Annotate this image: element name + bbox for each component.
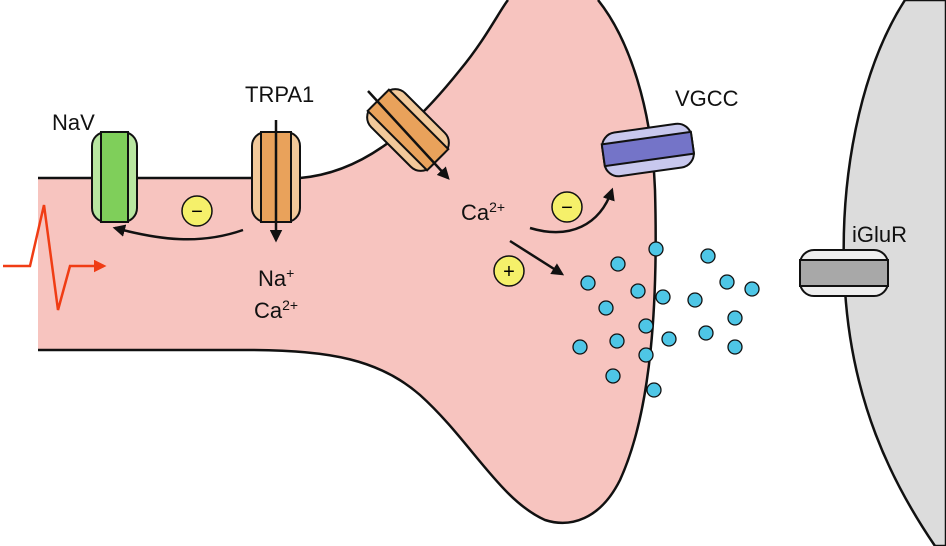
calcium-influx-arrow bbox=[367, 90, 450, 180]
vesicle bbox=[744, 281, 760, 297]
vesicle bbox=[598, 300, 614, 316]
excite-release-arrow bbox=[509, 239, 565, 276]
vesicle bbox=[630, 283, 646, 299]
nav-label: NaV bbox=[52, 110, 95, 135]
vesicle bbox=[609, 333, 625, 349]
action-potential-trace bbox=[3, 204, 107, 311]
vesicle bbox=[605, 368, 621, 384]
vesicle bbox=[580, 275, 596, 291]
inhibit-badge-nav: − bbox=[181, 195, 213, 227]
ion-charge: 2+ bbox=[282, 297, 299, 313]
ion-symbol: Na bbox=[258, 266, 287, 291]
trpa1-label: TRPA1 bbox=[245, 82, 315, 107]
inhibit-badge-vgcc: − bbox=[551, 191, 583, 223]
vesicle bbox=[687, 292, 703, 308]
trpa1-channel-terminal bbox=[366, 88, 450, 172]
vesicle bbox=[655, 289, 671, 305]
glutamate-vesicles bbox=[572, 241, 760, 398]
vesicle bbox=[610, 256, 626, 272]
vesicle bbox=[719, 274, 735, 290]
ion-symbol: Ca bbox=[461, 200, 490, 225]
vesicle bbox=[648, 241, 664, 257]
svg-text:−: − bbox=[191, 201, 203, 223]
svg-text:+: + bbox=[503, 261, 515, 283]
inhibit-nav-arrow bbox=[112, 224, 244, 241]
calcium-ion-label-axon: Ca2+ bbox=[254, 298, 298, 322]
vesicle bbox=[661, 331, 677, 347]
vgcc-label: VGCC bbox=[675, 86, 739, 111]
vesicle bbox=[638, 347, 654, 363]
vesicle bbox=[727, 310, 743, 326]
presynaptic-terminal bbox=[38, 0, 656, 523]
vesicle bbox=[727, 339, 743, 355]
vesicle bbox=[572, 339, 588, 355]
trpa1-channel bbox=[251, 120, 301, 243]
vesicle bbox=[698, 325, 714, 341]
vesicle bbox=[646, 382, 662, 398]
iglur-label: iGluR bbox=[852, 222, 908, 247]
inhibit-vgcc-arrow bbox=[529, 187, 615, 234]
vesicle bbox=[700, 248, 716, 264]
svg-text:−: − bbox=[561, 197, 573, 219]
sodium-ion-label: Na+ bbox=[258, 266, 294, 290]
ion-charge: + bbox=[286, 265, 295, 281]
iglur-channel bbox=[799, 249, 889, 297]
nav-channel bbox=[91, 131, 138, 223]
vesicle bbox=[638, 318, 654, 334]
ion-symbol: Ca bbox=[254, 298, 283, 323]
calcium-ion-label-terminal: Ca2+ bbox=[461, 200, 505, 224]
ion-charge: 2+ bbox=[489, 199, 506, 215]
excite-badge: + bbox=[493, 255, 525, 287]
vgcc-channel bbox=[600, 122, 696, 178]
